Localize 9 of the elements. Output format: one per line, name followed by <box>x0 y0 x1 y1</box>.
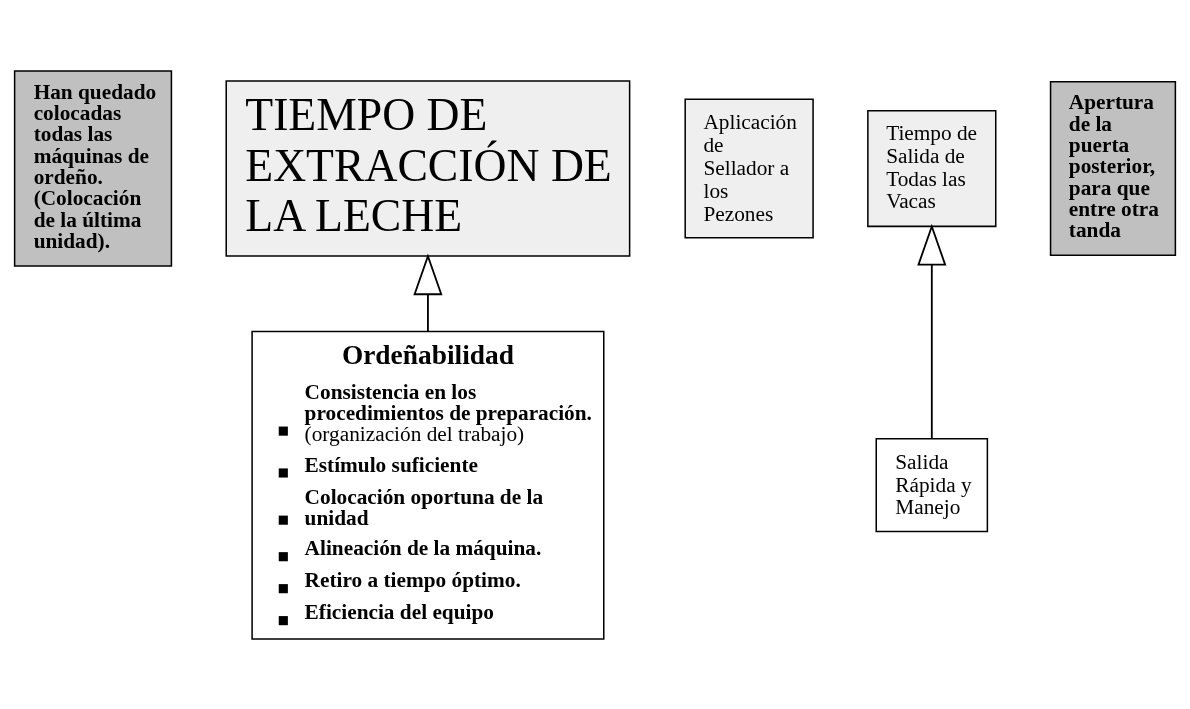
node-box: Aplicación de Sellador a los Pezones <box>684 98 814 239</box>
node-box: Ordeñabilidad Consistencia en los procedimientos de preparación. (organización del trabajo) Estímulo suficiente Colocación oportuna de la unidad Alineación de la máquina. Retiro a tiempo óptimo. Eficiencia del equipo <box>251 330 605 640</box>
arrow <box>917 223 947 440</box>
node-box: Salida Rápida y Manejo <box>875 437 989 532</box>
node-box: Tiempo de Salida de Todas las Vacas <box>867 109 997 227</box>
arrow <box>413 252 443 332</box>
node-box: Han quedado colocadas todas las máquinas de ordeño. (Colocación de la última unidad). <box>13 69 173 267</box>
node-box: TIEMPO DE EXTRACCIÓN DE LA LECHE <box>225 79 631 257</box>
node-box: Apertura de la puerta posterior, para que entre otra tanda <box>1049 80 1177 256</box>
